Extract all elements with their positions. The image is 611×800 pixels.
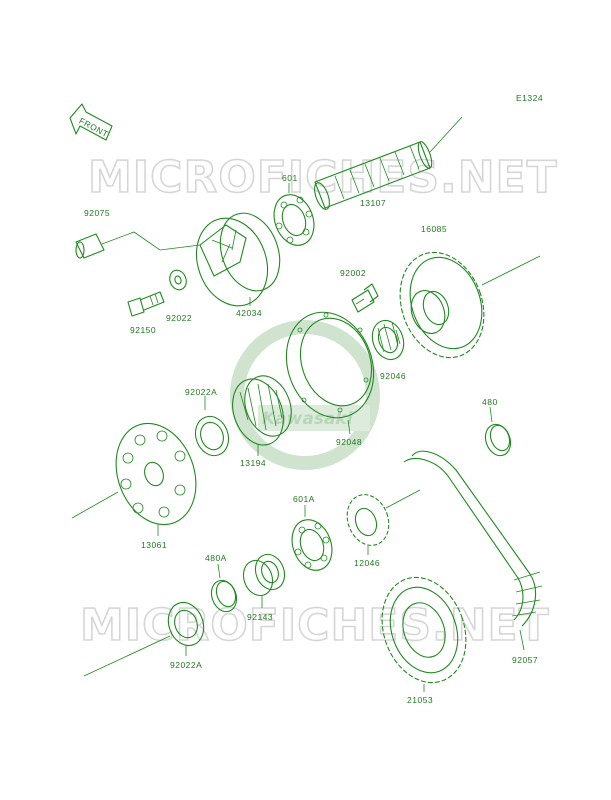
front-arrow-icon: FRONT xyxy=(69,103,113,141)
part-92022A-washer-lower xyxy=(83,601,205,677)
label-16085: 16085 xyxy=(421,224,447,234)
label-480A: 480A xyxy=(205,553,227,563)
part-92022-washer xyxy=(169,269,187,291)
label-13194: 13194 xyxy=(240,458,266,468)
part-92002-bolt xyxy=(351,283,379,313)
badge-text: Kawasaki xyxy=(262,409,354,429)
label-92022A-lower: 92022A xyxy=(170,660,202,670)
part-92075-damper xyxy=(75,231,201,259)
part-42034-hub xyxy=(195,212,281,307)
part-92143-collar xyxy=(242,553,286,608)
label-42034: 42034 xyxy=(236,308,262,318)
label-13061: 13061 xyxy=(141,540,167,550)
label-92022: 92022 xyxy=(166,313,192,323)
kawasaki-logo-icon: Kawasaki xyxy=(230,320,380,470)
label-12046: 12046 xyxy=(354,558,380,568)
part-92057-chain xyxy=(403,450,543,651)
label-92075: 92075 xyxy=(84,208,110,218)
label-92048: 92048 xyxy=(336,437,362,447)
part-21053-sprocket xyxy=(381,576,467,692)
label-13107: 13107 xyxy=(360,198,386,208)
watermark-bottom: MICROFICHES.NET xyxy=(80,600,550,651)
label-480: 480 xyxy=(482,397,498,407)
label-601: 601 xyxy=(282,173,298,183)
part-13061-hub xyxy=(71,422,197,536)
part-16085-gear xyxy=(399,251,541,359)
label-92057: 92057 xyxy=(512,655,538,665)
part-13194-clutch xyxy=(232,375,292,456)
part-92150-bolt xyxy=(127,291,165,317)
label-92002: 92002 xyxy=(340,268,366,278)
label-601A: 601A xyxy=(293,494,315,504)
part-480A-circlip xyxy=(210,563,238,613)
label-92150: 92150 xyxy=(130,325,156,335)
part-601A-bearing xyxy=(291,505,333,571)
label-92022A-upper: 92022A xyxy=(185,387,217,397)
part-12046-sprocket xyxy=(346,489,421,555)
label-21053: 21053 xyxy=(407,695,433,705)
label-92143: 92143 xyxy=(247,612,273,622)
part-480-circlip xyxy=(484,406,512,457)
part-92046-needle-bearing xyxy=(371,319,405,361)
part-92022A-washer-upper xyxy=(194,396,230,457)
part-92048-ring xyxy=(285,311,375,435)
watermark-top: MICROFICHES.NET xyxy=(88,152,558,203)
label-92046: 92046 xyxy=(380,371,406,381)
part-601-bearing xyxy=(273,183,315,246)
diagram-id: E1324 xyxy=(516,93,543,103)
part-13107-shaft xyxy=(314,116,463,210)
